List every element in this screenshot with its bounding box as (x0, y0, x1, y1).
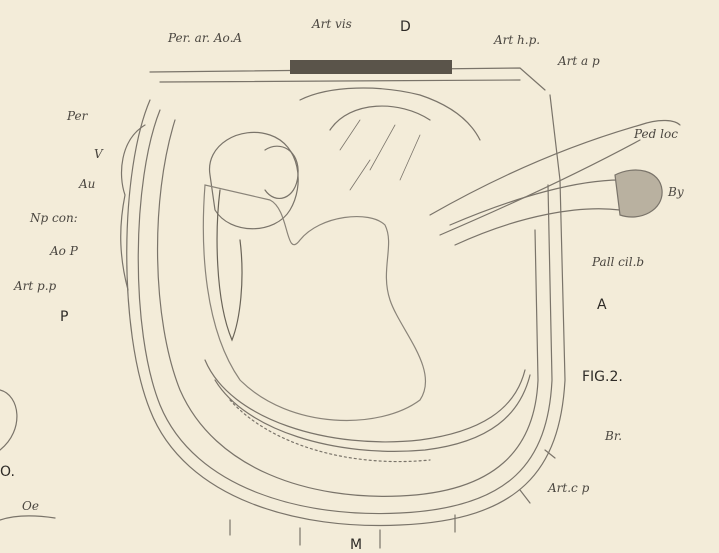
dorsal-hinge-line-2 (160, 80, 520, 82)
vessel-arch-2 (330, 106, 430, 130)
vessel-arch-1 (300, 88, 480, 140)
byssus-stem (450, 180, 620, 225)
label-art-hp: Art h.p. (494, 34, 540, 46)
ventricle-shape (210, 132, 299, 228)
label-oe: Oe (22, 500, 39, 512)
label-np-con: Np con: (30, 212, 78, 224)
byssus-stem-2 (455, 209, 620, 245)
label-pall-cil-b: Pall cil.b (592, 256, 644, 268)
label-fig: FIG.2. (582, 370, 623, 384)
label-a: A (597, 298, 607, 312)
label-br: Br. (605, 430, 622, 442)
label-art-cp: Art.c p (548, 482, 589, 494)
vessel-branches (340, 120, 420, 190)
label-per-ao-a: Per. ar. Ao.A (168, 32, 242, 44)
visceral-mass (203, 185, 425, 420)
left-fragment (0, 390, 17, 450)
posterior-muscle (217, 190, 242, 340)
shell-outline-inner (138, 110, 552, 514)
gill-arc-1 (205, 360, 525, 442)
foot-lower (440, 140, 640, 235)
auricle-shape (265, 146, 298, 198)
label-ao-p: Ao P (50, 245, 78, 257)
label-art-vis: Art vis (312, 18, 352, 30)
pericardium-outline (121, 125, 145, 290)
label-art-ap: Art a p (558, 55, 600, 67)
oe-fragment (0, 516, 55, 520)
shell-outline (127, 95, 565, 526)
label-by: By (668, 186, 684, 198)
label-p: P (60, 310, 68, 324)
label-ped-loc: Ped loc (634, 128, 678, 140)
ligament-block (290, 60, 452, 74)
label-d: D (400, 20, 411, 34)
byssus-tuft (615, 170, 662, 217)
label-au: Au (79, 178, 95, 190)
gill-arc-2 (215, 375, 530, 451)
label-art-pp: Art p.p (14, 280, 56, 292)
label-v: V (94, 148, 103, 160)
gill-arc-3 (230, 400, 430, 462)
label-per: Per (67, 110, 87, 122)
label-o: O. (0, 465, 15, 479)
label-m: M (350, 538, 362, 552)
